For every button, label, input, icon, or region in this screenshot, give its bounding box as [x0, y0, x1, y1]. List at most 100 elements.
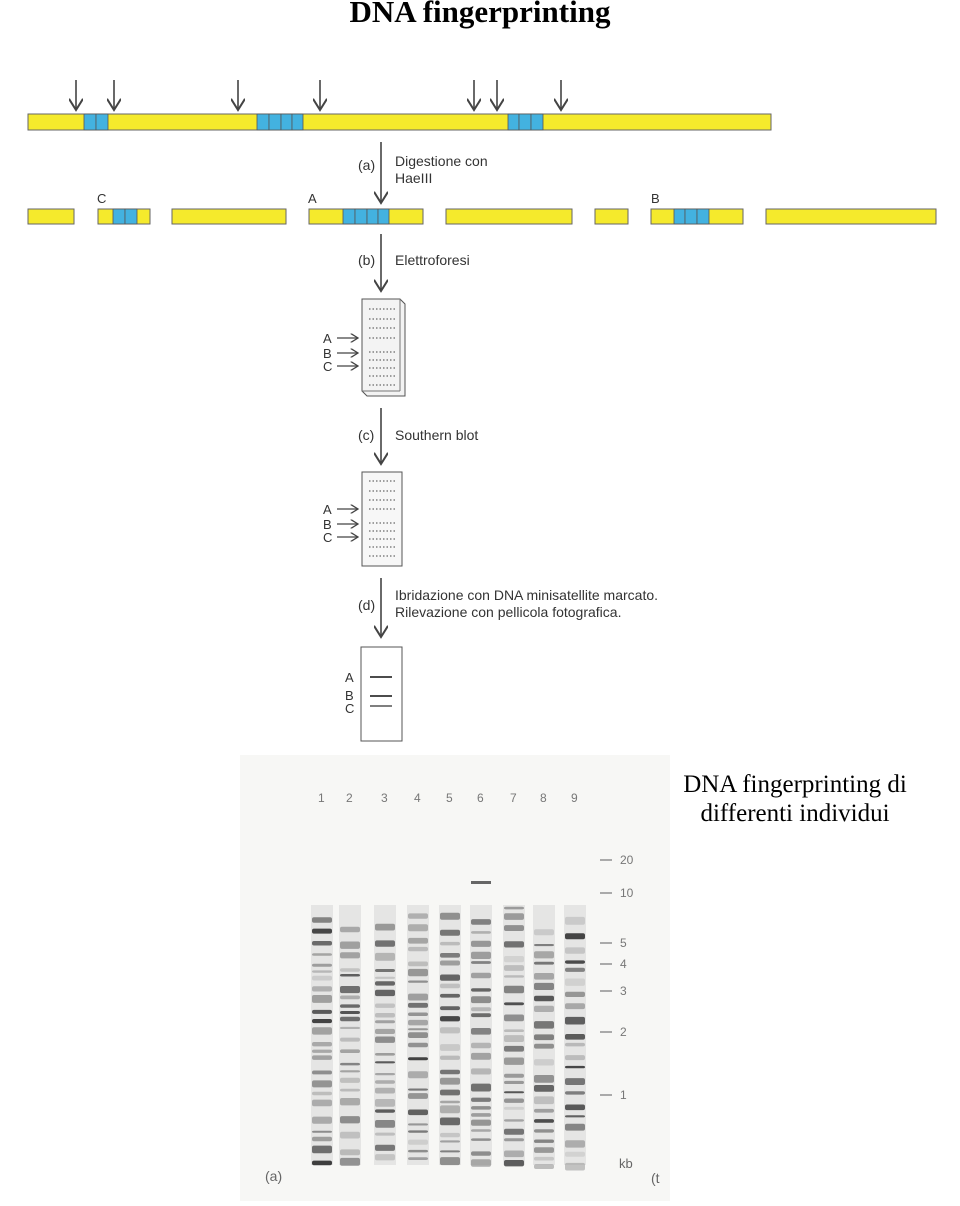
- gel-band: [375, 1020, 395, 1024]
- step-a-digestion: (a) Digestione con HaeIII: [358, 142, 488, 203]
- gel-band: [440, 1132, 460, 1138]
- page-title: DNA fingerprinting: [349, 0, 611, 29]
- gel-band: [340, 1070, 360, 1073]
- lane-label: 7: [510, 791, 517, 805]
- gel-band: [375, 1080, 395, 1084]
- size-marker-label: 10: [620, 886, 634, 900]
- gel-band: [440, 929, 460, 936]
- gel-band: [340, 1004, 360, 1008]
- gel-band: [312, 986, 332, 992]
- gel-band: [534, 1021, 554, 1029]
- gel-band: [534, 1119, 554, 1123]
- gel-band: [408, 1019, 428, 1026]
- band-label-a: A: [345, 670, 354, 685]
- gel-band: [504, 965, 524, 971]
- gel-band: [504, 941, 524, 948]
- gel-band: [504, 1150, 524, 1158]
- gel-band: [471, 951, 491, 959]
- gel-band: [534, 1043, 554, 1049]
- gel-band: [471, 988, 491, 992]
- gel-band: [504, 975, 524, 978]
- gel-band: [340, 1049, 360, 1053]
- gel-band: [471, 881, 491, 884]
- gel-band: [534, 1075, 554, 1083]
- fragment-label-c: C: [97, 191, 106, 206]
- step-label: Ibridazione con DNA minisatellite marcat…: [395, 587, 658, 603]
- gel-band: [565, 1140, 585, 1148]
- gel-band: [471, 1028, 491, 1035]
- gel-band: [471, 1129, 491, 1132]
- lane-label: 6: [477, 791, 484, 805]
- size-marker-label: 5: [620, 936, 627, 950]
- gel-band: [312, 1130, 332, 1133]
- gel-band: [375, 1109, 395, 1113]
- gel-band: [408, 1130, 428, 1133]
- gel-band: [408, 1109, 428, 1116]
- gel-band: [340, 1116, 360, 1124]
- gel-lane: [564, 905, 586, 1171]
- gel-band: [408, 1002, 428, 1008]
- gel-band: [534, 1096, 554, 1105]
- gel-band: [440, 953, 460, 958]
- size-marker-label: 4: [620, 957, 627, 971]
- size-marker-label: 2: [620, 1025, 627, 1039]
- gel-band: [534, 1129, 554, 1133]
- gel-band: [471, 1151, 491, 1156]
- gel-band: [471, 1007, 491, 1012]
- size-marker-label: 20: [620, 853, 634, 867]
- gel-band: [375, 952, 395, 961]
- gel-band: [504, 1057, 524, 1065]
- gel-band: [375, 969, 395, 972]
- gel-band: [340, 1157, 360, 1166]
- gel-band: [440, 993, 460, 998]
- gel-band: [504, 1119, 524, 1122]
- gel-band: [471, 931, 491, 934]
- gel-band: [504, 1091, 524, 1094]
- gel-band: [340, 1131, 360, 1139]
- gel-band: [312, 917, 332, 923]
- gel-band: [565, 1078, 585, 1085]
- gel-band: [565, 947, 585, 954]
- fragment: [594, 208, 629, 225]
- gel-band: [534, 995, 554, 1002]
- size-marker-label: 3: [620, 984, 627, 998]
- gel-band: [440, 974, 460, 981]
- gel-lane: [407, 905, 429, 1165]
- band-label-c: C: [345, 701, 354, 716]
- gel-band: [471, 940, 491, 947]
- gel-band: [565, 1162, 585, 1171]
- gel-band: [440, 941, 460, 946]
- gel-band: [471, 1106, 491, 1110]
- gel-band: [408, 1123, 428, 1126]
- gel-band: [440, 1044, 460, 1051]
- gel-band: [312, 975, 332, 981]
- gel-band: [340, 974, 360, 977]
- minisatellite-repeat: [256, 113, 304, 131]
- gel-band: [375, 1132, 395, 1136]
- gel-band: [375, 1028, 395, 1034]
- gel-lane: [470, 905, 492, 1167]
- gel-band: [408, 1071, 428, 1079]
- step-d-hybridization: (d) Ibridazione con DNA minisatellite ma…: [358, 578, 658, 637]
- gel-band: [565, 1151, 585, 1157]
- gel-band: [504, 906, 524, 910]
- gel-band: [471, 1138, 491, 1141]
- gel-band: [375, 1061, 395, 1064]
- gel-band: [504, 1014, 524, 1022]
- restriction-site-arrows: [76, 80, 561, 110]
- gel-band: [534, 1034, 554, 1041]
- gel-caption: DNA fingerprinting di differenti individ…: [683, 771, 907, 827]
- gel-lane: [311, 905, 333, 1166]
- fragment: [171, 208, 287, 225]
- gel-band: [440, 1140, 460, 1143]
- gel-band: [504, 1106, 524, 1110]
- gel-band: [340, 1062, 360, 1066]
- minisatellite-repeat: [507, 113, 544, 131]
- gel-band: [534, 982, 554, 990]
- band-label-b: B: [323, 517, 332, 532]
- gel-band: [440, 1105, 460, 1114]
- gel-band: [408, 1028, 428, 1031]
- band-label-b: B: [323, 346, 332, 361]
- gel-band: [375, 989, 395, 997]
